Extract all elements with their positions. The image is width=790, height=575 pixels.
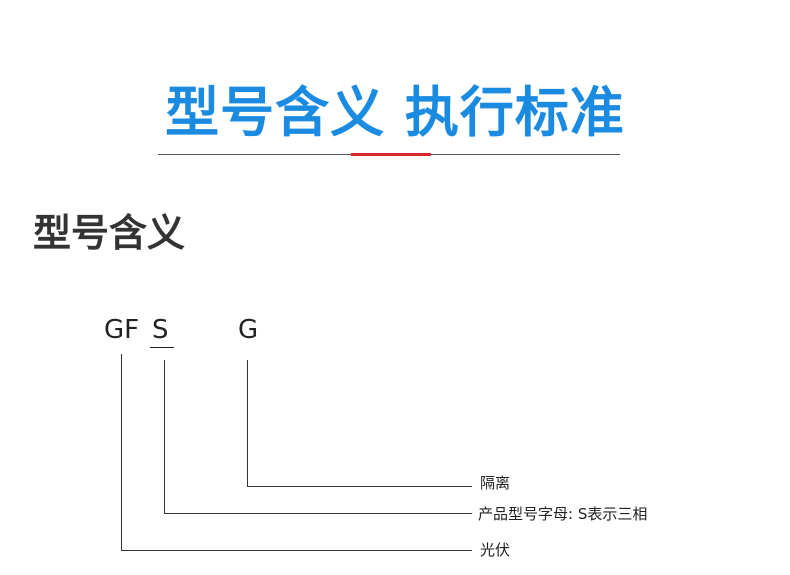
code-g: G: [238, 315, 259, 345]
desc-photovoltaic: 光伏: [480, 541, 511, 559]
code-s-underline: [150, 347, 174, 348]
leader-g-vertical: [247, 360, 248, 486]
leader-gf-horizontal: [121, 550, 472, 551]
code-s: S: [152, 315, 169, 345]
leader-s-horizontal: [164, 513, 472, 514]
banner-accent-bar: [351, 153, 431, 156]
leader-g-horizontal: [247, 486, 472, 487]
code-gf: GF: [104, 315, 140, 345]
desc-product-letter: 产品型号字母: S表示三相: [478, 505, 648, 523]
desc-isolation: 隔离: [480, 474, 511, 492]
leader-gf-vertical: [121, 354, 122, 550]
banner-title: 型号含义 执行标准: [165, 81, 625, 144]
section-heading: 型号含义: [33, 211, 186, 255]
leader-s-vertical: [164, 360, 165, 513]
